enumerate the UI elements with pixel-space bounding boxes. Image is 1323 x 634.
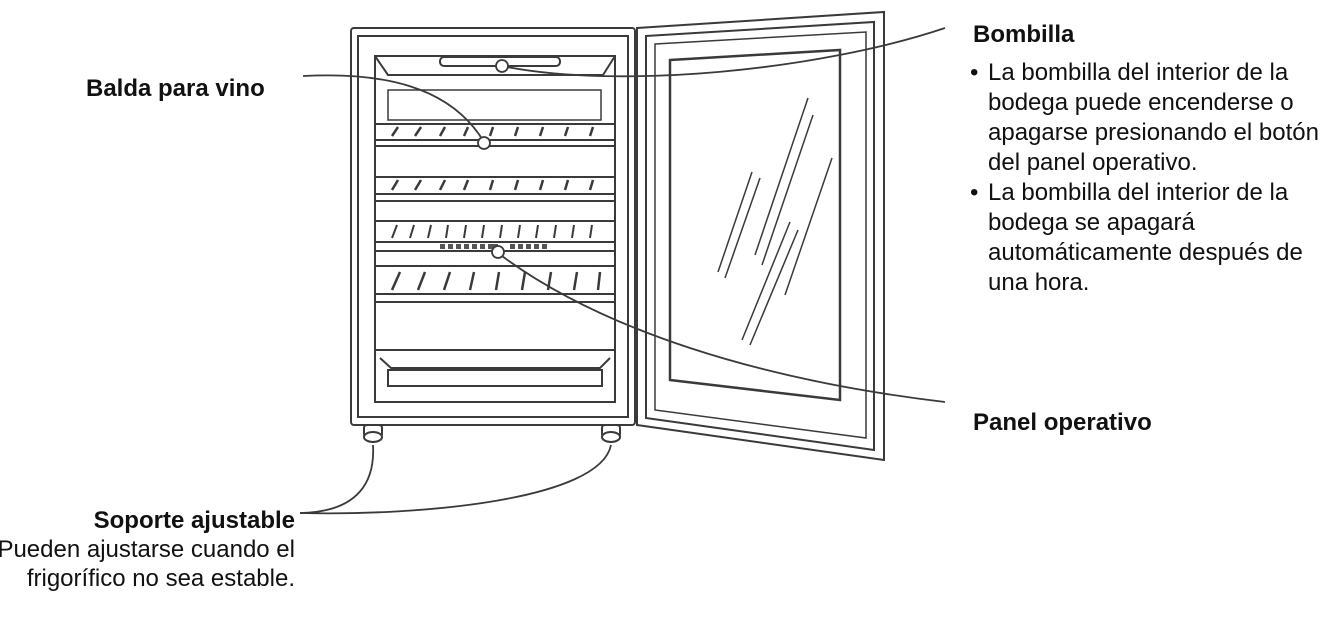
leader-panel bbox=[497, 252, 946, 403]
wine-shelf-label: Balda para vino bbox=[86, 75, 265, 102]
bulb-note: •La bombilla del interior de la bodega s… bbox=[970, 179, 1303, 296]
glass-reflection bbox=[717, 97, 833, 346]
leader-foot-right bbox=[299, 444, 612, 515]
bulb-note: •La bombilla del interior de la bodega p… bbox=[970, 59, 1319, 176]
leader-foot-left bbox=[299, 444, 375, 514]
wine-shelf-4 bbox=[374, 265, 616, 303]
leader-wine-shelf bbox=[302, 74, 485, 143]
bulb-notes: •La bombilla del interior de la bodega p… bbox=[970, 58, 1320, 298]
glass-door bbox=[636, 10, 885, 462]
leader-lines bbox=[299, 27, 946, 515]
control-panel-label: Panel operativo bbox=[973, 409, 1152, 436]
bottom-drawer bbox=[374, 349, 616, 403]
control-panel-display bbox=[440, 244, 547, 249]
bulb-label: Bombilla bbox=[973, 21, 1075, 48]
bullet-icon: • bbox=[970, 179, 979, 206]
adjustable-feet bbox=[363, 424, 621, 443]
bullet-icon: • bbox=[970, 59, 979, 86]
wine-shelf-2 bbox=[374, 176, 616, 202]
adjustable-stand-description: Pueden ajustarse cuando el frigorífico n… bbox=[0, 536, 295, 592]
leader-bulb bbox=[501, 27, 946, 78]
adjustable-stand-label: Soporte ajustable bbox=[93, 507, 295, 534]
adjustable-stand-callout: Soporte ajustable Pueden ajustarse cuand… bbox=[0, 506, 295, 593]
wine-shelf-1 bbox=[374, 123, 616, 147]
